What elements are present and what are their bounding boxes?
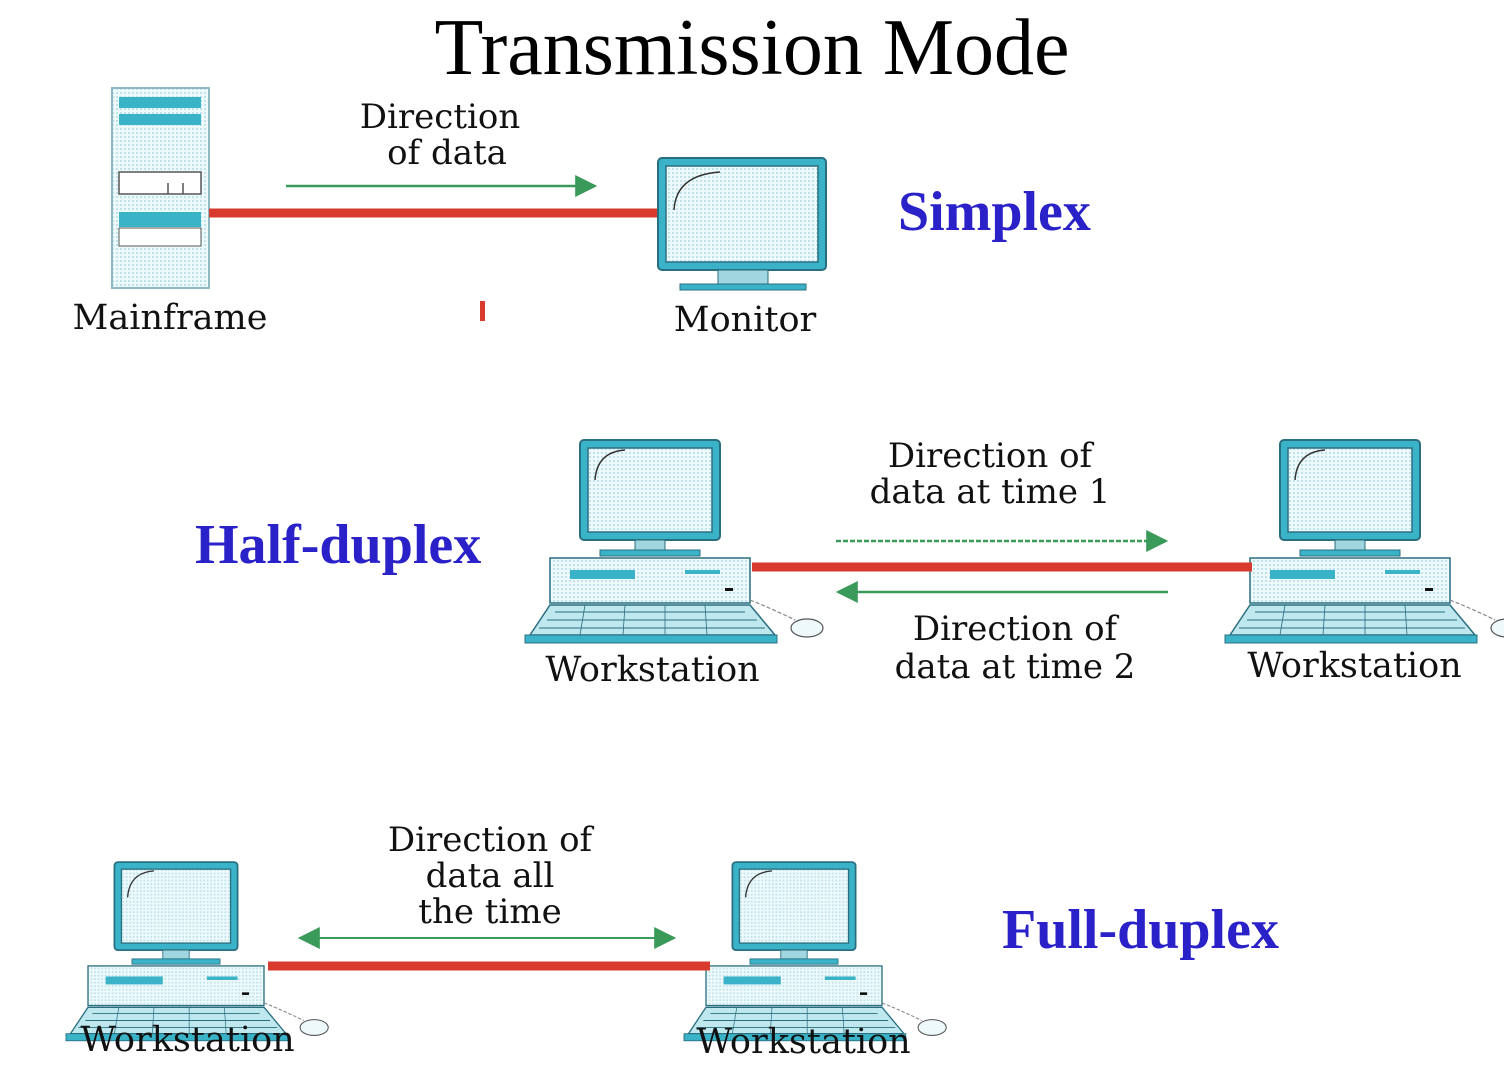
half-duplex-left-workstation-label: Workstation (545, 650, 760, 690)
full-duplex-right-workstation-label: Workstation (696, 1022, 911, 1062)
monitor-label: Monitor (673, 300, 817, 340)
half-duplex-direction-time1-label: Direction of data at time 1 (869, 436, 1111, 512)
workstation-icon (65, 861, 330, 1042)
full-duplex-mode-label: Full-duplex (1002, 899, 1279, 961)
half-duplex-mode-label: Half-duplex (195, 514, 482, 576)
monitor-icon (657, 157, 827, 291)
mainframe-label: Mainframe (72, 298, 268, 338)
mainframe-icon (111, 87, 210, 289)
simplex-direction-label: Direction of data (359, 97, 521, 173)
half-duplex-direction-time2-label: Direction of data at time 2 (894, 609, 1136, 687)
page-title: Transmission Mode (434, 4, 1070, 92)
simplex-mode-label: Simplex (898, 181, 1091, 243)
half-duplex-right-workstation-label: Workstation (1247, 646, 1462, 686)
full-duplex-direction-label: Direction of data all the time (387, 820, 593, 932)
workstation-icon (683, 861, 948, 1042)
full-duplex-left-workstation-label: Workstation (80, 1020, 295, 1060)
workstation-icon (1224, 439, 1504, 644)
workstation-icon (524, 439, 824, 644)
red-tick (480, 301, 485, 321)
